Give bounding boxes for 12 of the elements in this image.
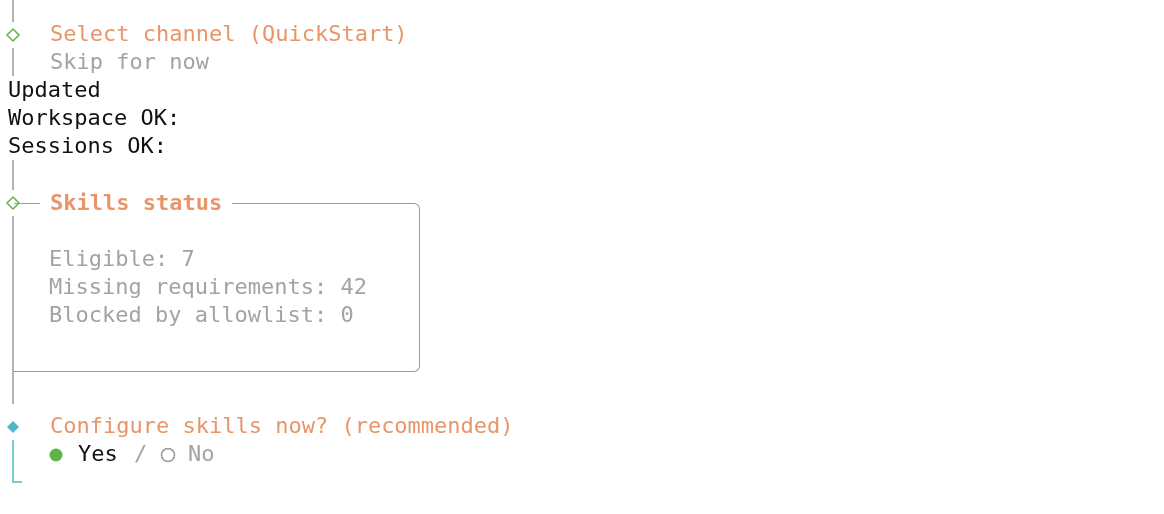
prompt-heading: Configure skills now? (recommended)	[50, 412, 514, 440]
panel-text: Eligible: 7	[49, 245, 195, 273]
status-line: Workspace OK:	[8, 104, 181, 132]
prompt-heading: Select channel (QuickStart)	[50, 20, 408, 48]
status-line: Updated	[8, 76, 101, 104]
separator-text: /	[134, 440, 148, 468]
option-text: Skip for now	[50, 48, 209, 76]
panel-text: Blocked by allowlist: 0	[49, 301, 354, 329]
panel-text: Missing requirements: 42	[49, 273, 367, 301]
option-text: Yes	[78, 440, 118, 468]
status-line: Sessions OK:	[8, 132, 167, 160]
option-text: No	[188, 440, 215, 468]
